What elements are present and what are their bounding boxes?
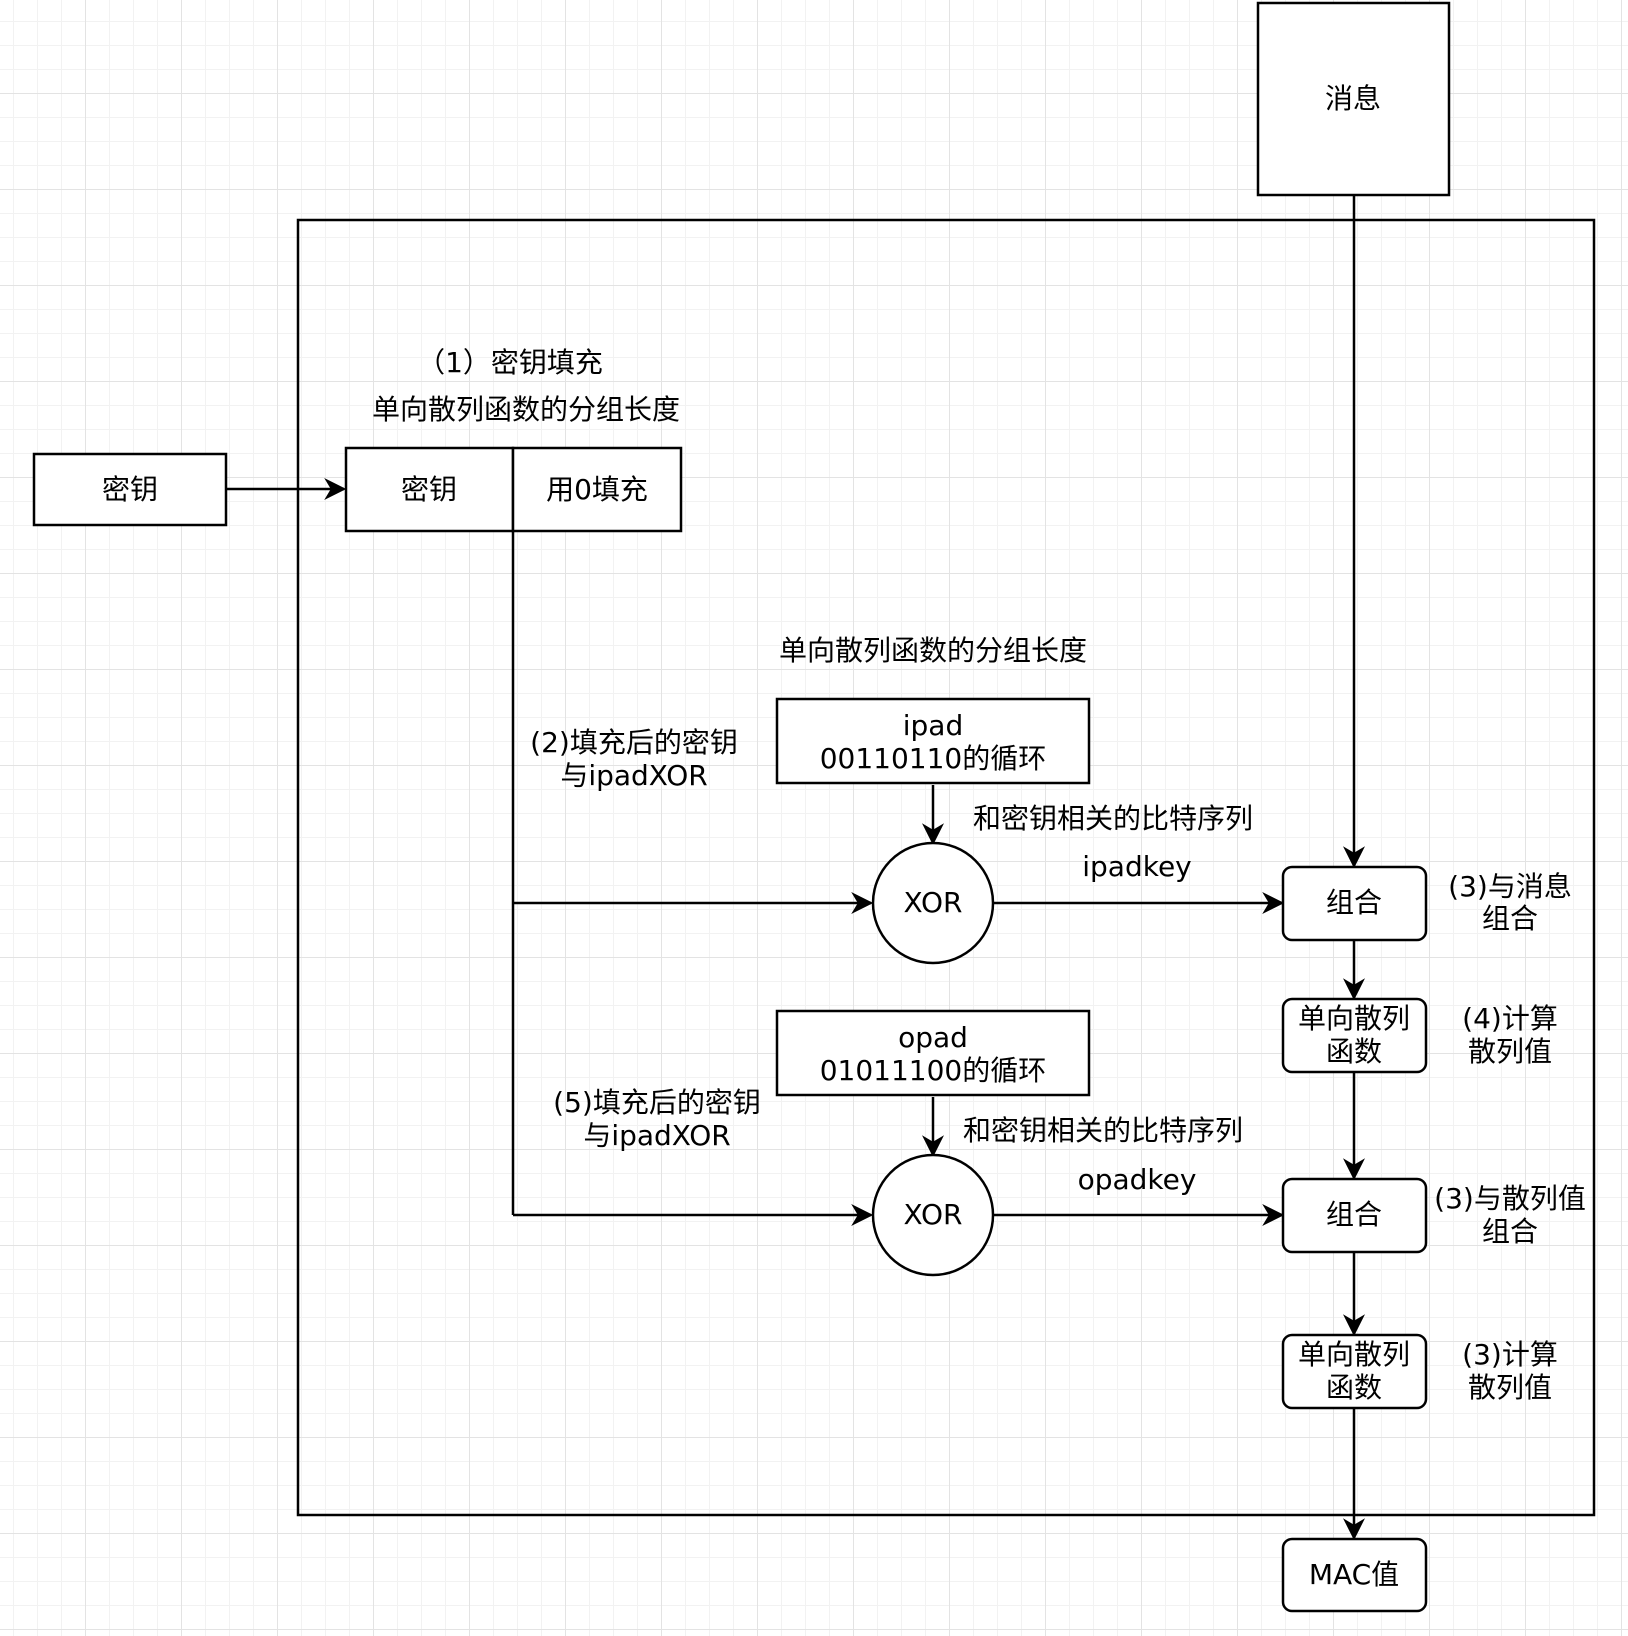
zero-padding-label: 用0填充 <box>546 473 648 506</box>
step4-label-line2: 散列值 <box>1468 1035 1552 1068</box>
hash-label-1-line1: 单向散列 <box>1298 1002 1410 1035</box>
key-input-label: 密钥 <box>102 473 158 506</box>
block-length-label-mid: 单向散列函数的分组长度 <box>779 634 1087 667</box>
hash-label-2-line2: 函数 <box>1326 1371 1382 1404</box>
message-box <box>1256 1 1451 197</box>
ipad-box <box>775 697 1091 785</box>
combine-node-2 <box>1281 1177 1428 1254</box>
opad-pattern-label: 01011100的循环 <box>820 1054 1047 1087</box>
step3c-label-line1: (3)计算 <box>1462 1338 1558 1371</box>
key-input-box <box>32 452 228 527</box>
padded-key-label: 密钥 <box>401 473 457 506</box>
step3a-label-line2: 组合 <box>1482 902 1538 935</box>
xor-label-2: XOR <box>904 1198 963 1231</box>
padded-key-part <box>344 446 515 533</box>
block-length-label-top: 单向散列函数的分组长度 <box>372 393 680 426</box>
ipadkey-label: ipadkey <box>1082 850 1192 883</box>
opadkey-label: opadkey <box>1078 1163 1197 1196</box>
ipad-pattern-label: 00110110的循环 <box>820 742 1047 775</box>
step1-title: （1）密钥填充 <box>417 346 603 379</box>
step3a-label-line1: (3)与消息 <box>1448 870 1572 903</box>
mac-node <box>1281 1537 1428 1613</box>
step3b-label-line2: 组合 <box>1482 1215 1538 1248</box>
hash-node-1 <box>1281 997 1428 1074</box>
opad-label: opad <box>898 1021 968 1054</box>
combine-label-2: 组合 <box>1326 1198 1382 1231</box>
xor-label-1: XOR <box>904 886 963 919</box>
hash-label-1-line2: 函数 <box>1326 1035 1382 1068</box>
step5-label-line2: 与ipadXOR <box>583 1119 730 1152</box>
step3b-label-line1: (3)与散列值 <box>1434 1182 1586 1215</box>
message-label: 消息 <box>1325 82 1381 115</box>
step2-label-line1: (2)填充后的密钥 <box>530 726 738 759</box>
hash-label-2-line1: 单向散列 <box>1298 1338 1410 1371</box>
combine-node-1 <box>1281 865 1428 942</box>
bits-seq-label-2: 和密钥相关的比特序列 <box>963 1114 1243 1147</box>
step3c-label-line2: 散列值 <box>1468 1371 1552 1404</box>
ipad-label: ipad <box>903 709 963 742</box>
opad-box <box>775 1009 1091 1097</box>
xor-node-2 <box>871 1153 995 1277</box>
combine-label-1: 组合 <box>1326 886 1382 919</box>
mac-label: MAC值 <box>1309 1558 1399 1591</box>
hash-node-2 <box>1281 1333 1428 1410</box>
step5-label-line1: (5)填充后的密钥 <box>553 1086 761 1119</box>
bits-seq-label-1: 和密钥相关的比特序列 <box>973 802 1253 835</box>
step4-label-line1: (4)计算 <box>1462 1002 1558 1035</box>
xor-node-1 <box>871 841 995 965</box>
zero-padding-part <box>511 446 683 533</box>
hmac-frame <box>296 218 1596 1517</box>
step2-label-line2: 与ipadXOR <box>560 759 707 792</box>
